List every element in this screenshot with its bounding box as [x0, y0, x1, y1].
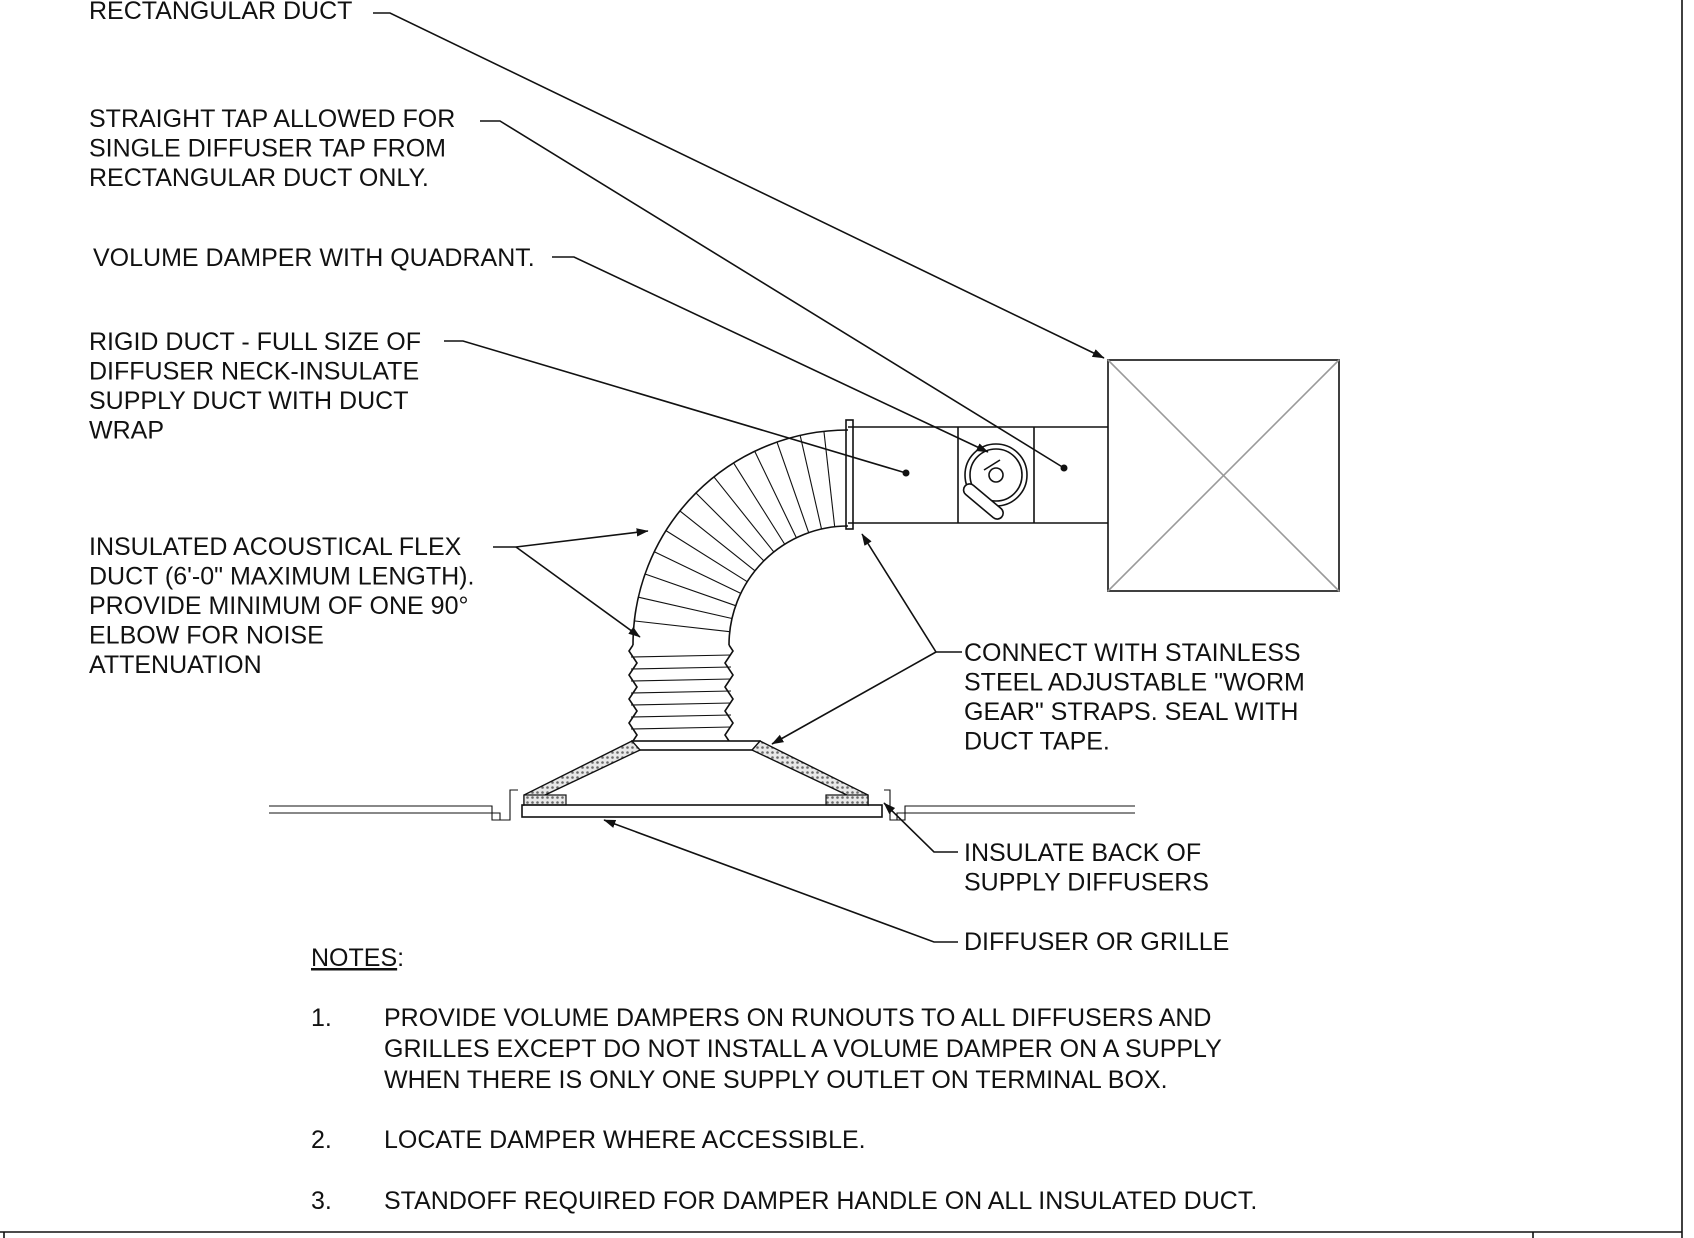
callout-flex-duct-line: ELBOW FOR NOISE	[89, 622, 324, 650]
callout-rigid-duct-line: SUPPLY DUCT WITH DUCT	[89, 387, 408, 415]
callout-connect-line: STEEL ADJUSTABLE "WORM	[964, 669, 1305, 697]
note-text-line: WHEN THERE IS ONLY ONE SUPPLY OUTLET ON …	[384, 1066, 1168, 1094]
flex-corrugation	[630, 690, 732, 694]
callout-straight-tap-line: STRAIGHT TAP ALLOWED FOR	[89, 105, 455, 133]
elbow-rib	[776, 441, 810, 533]
elbow-rib	[644, 573, 736, 607]
leader-rigid-duct-dot	[902, 469, 910, 477]
callout-straight-tap-line: SINGLE DIFFUSER TAP FROM	[89, 135, 446, 163]
elbow-rib	[713, 476, 775, 553]
leader-volume-damper	[552, 256, 989, 453]
callout-diffuser-line: DIFFUSER OR GRILLE	[964, 928, 1229, 956]
elbow-rib	[634, 620, 730, 633]
leader-straight-tap	[480, 120, 1065, 469]
damper-quadrant-icon	[962, 443, 1028, 520]
note-number: 3.	[311, 1187, 332, 1215]
elbow-rib	[665, 530, 748, 583]
elbow-rib	[799, 435, 823, 530]
callout-insulate-back-line: INSULATE BACK OF	[964, 839, 1201, 867]
leader-lines	[373, 12, 1105, 943]
flex-duct-elbow	[632, 429, 849, 646]
svg-text:NOTES:: NOTES:	[311, 944, 404, 972]
rectangular-duct-section	[1107, 359, 1340, 592]
callout-rect-duct-line: RECTANGULAR DUCT	[89, 0, 352, 25]
supply-diffuser	[521, 740, 883, 818]
note-text-line: GRILLES EXCEPT DO NOT INSTALL A VOLUME D…	[384, 1035, 1222, 1063]
notes-block: NOTES: 1. PROVIDE VOLUME DAMPERS ON RUNOU…	[311, 944, 1257, 1215]
flex-corrugation	[630, 654, 732, 658]
elbow-rib	[679, 510, 756, 572]
leader-insulate	[883, 802, 958, 853]
ceiling-line	[269, 789, 1135, 821]
flex-corrugation	[630, 726, 732, 730]
leader-rigid-duct	[444, 340, 907, 474]
leader-diffuser	[603, 819, 958, 943]
rigid-branch-duct	[848, 426, 1108, 524]
flex-duct-vertical	[628, 644, 734, 742]
callout-insulate-back-line: SUPPLY DIFFUSERS	[964, 869, 1209, 897]
leader-connect-1	[861, 533, 962, 653]
elbow-rib	[654, 551, 742, 594]
callout-flex-duct-line: PROVIDE MINIMUM OF ONE 90°	[89, 592, 468, 620]
note-text-line: LOCATE DAMPER WHERE ACCESSIBLE.	[384, 1126, 866, 1154]
callout-connect-line: DUCT TAPE.	[964, 728, 1110, 756]
callout-connect-line: CONNECT WITH STAINLESS	[964, 639, 1301, 667]
callout-flex-duct-line: DUCT (6'-0" MAXIMUM LENGTH).	[89, 563, 474, 591]
note-number: 1.	[311, 1004, 332, 1032]
flex-corrugation	[630, 702, 732, 706]
note-text-line: PROVIDE VOLUME DAMPERS ON RUNOUTS TO ALL…	[384, 1004, 1211, 1032]
note-number: 2.	[311, 1126, 332, 1154]
leader-flex-2	[515, 546, 641, 638]
callout-rigid-duct-line: WRAP	[89, 417, 164, 445]
flex-corrugation	[630, 666, 732, 670]
elbow-rib	[733, 462, 786, 545]
callout-volume-damper-line: VOLUME DAMPER WITH QUADRANT.	[93, 244, 535, 272]
callout-flex-duct-line: ATTENUATION	[89, 651, 262, 679]
elbow-rib	[638, 596, 733, 620]
leader-rect-duct	[373, 12, 1105, 359]
leader-connect-2	[771, 651, 937, 745]
callout-labels: RECTANGULAR DUCT STRAIGHT TAP ALLOWED FOR…	[89, 0, 1305, 956]
leader-straight-tap-dot	[1060, 464, 1068, 472]
notes-heading-colon: :	[397, 944, 404, 972]
flex-corrugation	[630, 714, 732, 718]
diffuser-neck-collar	[631, 740, 761, 751]
elbow-rib	[754, 451, 797, 539]
note-text-line: STANDOFF REQUIRED FOR DAMPER HANDLE ON A…	[384, 1187, 1257, 1215]
flex-wall-right	[724, 644, 734, 742]
callout-connect-line: GEAR" STRAPS. SEAL WITH	[964, 698, 1298, 726]
elbow-rib	[695, 492, 765, 562]
elbow-rib	[823, 431, 836, 527]
notes-heading: NOTES	[311, 944, 397, 972]
leader-flex-1	[493, 528, 649, 548]
strap-band-upper	[845, 419, 854, 530]
callout-flex-duct-line: INSULATED ACOUSTICAL FLEX	[89, 533, 462, 561]
callout-straight-tap-line: RECTANGULAR DUCT ONLY.	[89, 164, 429, 192]
callout-rigid-duct-line: DIFFUSER NECK-INSULATE	[89, 358, 419, 386]
flex-corrugation	[630, 678, 732, 682]
callout-rigid-duct-line: RIGID DUCT - FULL SIZE OF	[89, 328, 421, 356]
